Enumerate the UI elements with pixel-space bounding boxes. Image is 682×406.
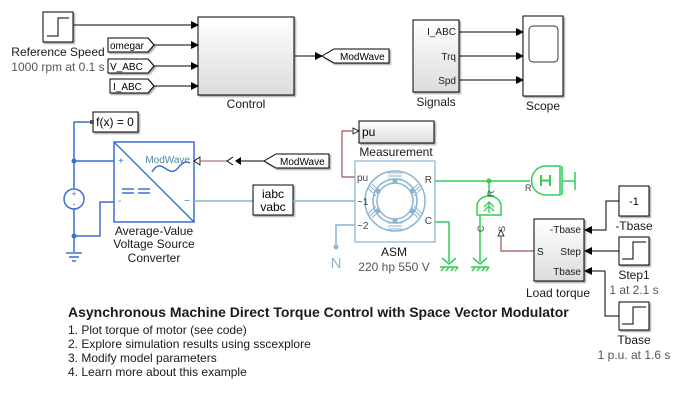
load-torque-label: Load torque: [526, 286, 590, 300]
svg-text:-: -: [118, 196, 121, 207]
signal-line: [584, 200, 619, 234]
step-icon: [622, 306, 646, 325]
svg-text:omegar: omegar: [110, 41, 145, 52]
link-explore-results[interactable]: 2. Explore simulation results using ssce…: [68, 337, 311, 351]
load-torque-port-step: Step: [560, 247, 581, 258]
converter-label-line-2: Voltage Source: [113, 237, 195, 251]
asm-param: 220 hp 550 V: [358, 260, 429, 274]
svg-text:~2: ~2: [357, 221, 369, 232]
svg-text:vabc: vabc: [260, 200, 285, 214]
svg-text:ModWave: ModWave: [145, 155, 190, 166]
svg-text:C: C: [476, 225, 486, 232]
tbase-block[interactable]: [618, 301, 650, 331]
link-modify-parameters[interactable]: 3. Modify model parameters: [68, 351, 217, 365]
tbase-param: 1 p.u. at 1.6 s: [598, 348, 671, 362]
electrical-wire: [73, 121, 93, 236]
svg-text:pu: pu: [357, 173, 368, 184]
mechanical-reference-icon: [471, 257, 490, 272]
reference-speed-label: Reference Speed: [11, 45, 104, 59]
model-title: Asynchronous Machine Direct Torque Contr…: [68, 304, 569, 320]
dc-voltage-source[interactable]: + -: [63, 188, 85, 210]
reference-speed-param: 1000 rpm at 0.1 s: [11, 60, 104, 74]
from-tag-omegar[interactable]: omegar: [107, 37, 155, 53]
electrical-wire: [74, 201, 114, 237]
load-torque-block[interactable]: [533, 218, 585, 282]
ideal-torque-source[interactable]: R C S: [476, 181, 507, 262]
scope-block[interactable]: [522, 15, 564, 97]
svg-text:I_ABC: I_ABC: [113, 82, 142, 93]
svg-text:R: R: [425, 175, 432, 186]
asm-label: ASM: [381, 245, 407, 259]
measurement-block[interactable]: [358, 120, 435, 144]
control-block[interactable]: [197, 16, 295, 96]
solver-configuration-block[interactable]: f(x) = 0: [92, 111, 139, 133]
signals-label: Signals: [416, 95, 455, 109]
svg-text:R: R: [525, 183, 532, 193]
svg-text:-: -: [73, 199, 76, 209]
measurement-label: Measurement: [359, 145, 433, 159]
svg-text:ModWave: ModWave: [340, 52, 385, 63]
control-label: Control: [227, 97, 266, 111]
signals-port-spd: Spd: [438, 76, 456, 87]
scope-screen-icon: [528, 25, 559, 63]
neutral-port-label: N: [331, 255, 342, 272]
svg-text:~: ~: [184, 196, 190, 207]
gain-value: -1: [629, 196, 639, 208]
mechanical-reference-icon: [440, 257, 459, 272]
measurement-value: pu: [362, 125, 375, 139]
from-tag-i-abc[interactable]: I_ABC: [109, 78, 155, 94]
svg-text:iabc: iabc: [262, 187, 284, 201]
svg-text:R: R: [486, 190, 496, 197]
step1-label: Step1: [618, 268, 650, 282]
svg-text:f(x) = 0: f(x) = 0: [96, 115, 134, 129]
electrical-ground-icon: [66, 236, 82, 262]
signal-line: [584, 267, 619, 317]
goto-tag-modwave[interactable]: ModWave: [321, 48, 390, 64]
signals-block[interactable]: [412, 19, 460, 93]
load-torque-port-neg-tbase: -Tbase: [550, 225, 582, 236]
converter-label-line-1: Average-Value: [115, 224, 194, 238]
signals-port-i-abc: I_ABC: [427, 27, 456, 38]
average-value-converter-block[interactable]: + - ModWave ~: [113, 141, 195, 223]
step1-param: 1 at 2.1 s: [609, 283, 658, 297]
reference-speed-block[interactable]: [42, 11, 74, 43]
from-tag-v-abc[interactable]: V_ABC: [107, 58, 155, 74]
link-learn-more[interactable]: 4. Learn more about this example: [68, 365, 247, 379]
svg-text:S: S: [497, 226, 507, 232]
signals-port-trq: Trq: [441, 52, 456, 63]
inertia-block[interactable]: R: [525, 165, 576, 196]
svg-text:ModWave: ModWave: [280, 157, 325, 168]
electrical-wire: [335, 224, 355, 246]
svg-text:+: +: [71, 189, 76, 199]
load-torque-port-tbase: Tbase: [553, 267, 581, 278]
mechanical-wire: [435, 221, 450, 262]
svg-text:+: +: [118, 156, 124, 167]
tbase-label: Tbase: [617, 333, 651, 347]
link-plot-torque[interactable]: 1. Plot torque of motor (see code): [68, 323, 247, 337]
ps-signal-line: [341, 130, 355, 178]
model-description: Asynchronous Machine Direct Torque Contr…: [68, 304, 569, 379]
from-tag-modwave[interactable]: ModWave: [263, 153, 330, 169]
svg-text:~1: ~1: [357, 197, 369, 208]
converter-label-line-3: Converter: [128, 251, 181, 265]
step-icon: [622, 241, 646, 260]
model-links: 1. Plot torque of motor (see code) 2. Ex…: [68, 323, 569, 379]
ac-wave-icon: [151, 161, 191, 173]
scope-label: Scope: [526, 99, 560, 113]
current-voltage-sensor-block[interactable]: iabc vabc: [252, 184, 294, 216]
ps-signal-line: [500, 236, 535, 252]
load-torque-port-s: S: [537, 247, 544, 258]
step-icon: [47, 17, 69, 37]
asm-block[interactable]: pu ~1 ~2 R C: [354, 160, 436, 243]
svg-text:C: C: [425, 216, 432, 227]
gain-label: -Tbase: [615, 219, 653, 233]
step1-block[interactable]: [618, 236, 650, 266]
svg-text:V_ABC: V_ABC: [110, 62, 143, 73]
